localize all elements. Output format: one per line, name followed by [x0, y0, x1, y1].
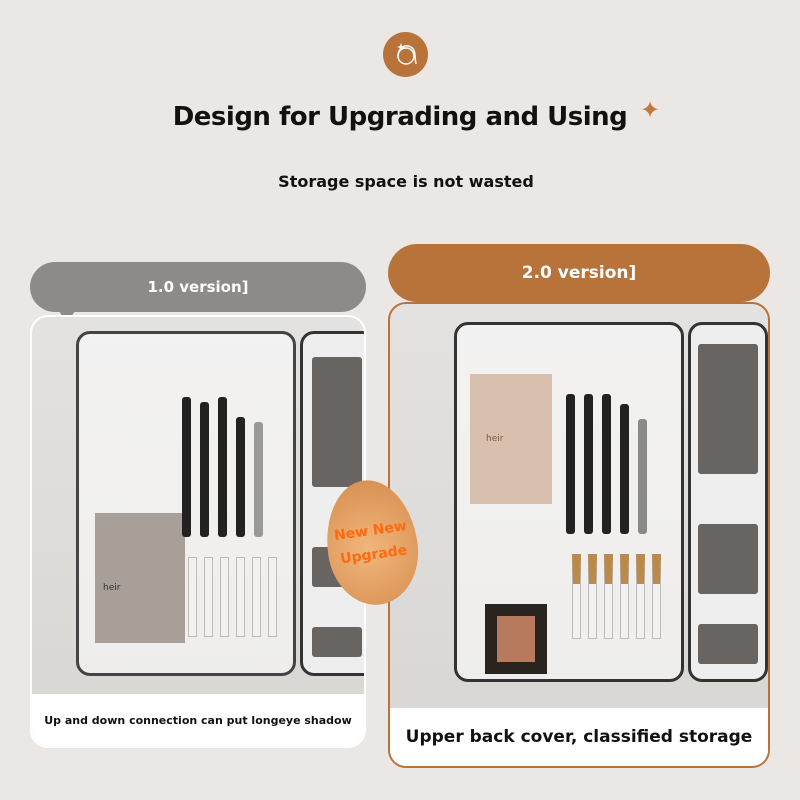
- girl-face-logo-icon: [396, 42, 417, 65]
- shelf: [698, 624, 758, 664]
- shelf: [312, 627, 362, 657]
- version-1-photo: heir Up and down connection can put long…: [30, 315, 366, 748]
- brand-logo: [383, 32, 428, 77]
- pencil: [572, 554, 581, 639]
- brush: [566, 394, 575, 534]
- pencil: [188, 557, 197, 637]
- shelf: [698, 524, 758, 594]
- page-subtitle: Storage space is not wasted: [278, 172, 534, 191]
- page-title: Design for Upgrading and Using: [172, 102, 628, 132]
- version-2-caption: Upper back cover, classified storage: [390, 708, 768, 766]
- version-2-photo: heir Upper back cover, classified storag…: [388, 302, 770, 768]
- badge-line-2: Upgrade: [339, 541, 409, 567]
- brush: [602, 394, 611, 534]
- pencil: [220, 557, 229, 637]
- brush: [620, 404, 629, 534]
- brush: [182, 397, 191, 537]
- brush: [218, 397, 227, 537]
- brush: [638, 419, 647, 534]
- palette-brand: heir: [486, 434, 504, 444]
- pencil: [204, 557, 213, 637]
- shelf: [698, 344, 758, 474]
- blush-compact: [485, 604, 547, 674]
- eyeshadow-palette: heir: [470, 374, 552, 504]
- version-1-label: 1.0 version]: [30, 262, 366, 312]
- pencil: [588, 554, 597, 639]
- pencil: [604, 554, 613, 639]
- brush: [584, 394, 593, 534]
- brush: [254, 422, 263, 537]
- eyeshadow-palette: heir: [95, 513, 185, 643]
- version-1-caption: Up and down connection can put longeye s…: [32, 694, 364, 746]
- palette-brand: heir: [103, 583, 121, 593]
- version-2-label: 2.0 version]: [388, 244, 770, 302]
- shelf: [312, 357, 362, 487]
- brush: [236, 417, 245, 537]
- pencil: [268, 557, 277, 637]
- pencil: [252, 557, 261, 637]
- badge-line-1: New New: [332, 517, 408, 544]
- brush: [200, 402, 209, 537]
- pencil: [636, 554, 645, 639]
- sparkle-icon: ✦: [640, 96, 661, 124]
- pencil: [620, 554, 629, 639]
- pencil: [236, 557, 245, 637]
- pencil: [652, 554, 661, 639]
